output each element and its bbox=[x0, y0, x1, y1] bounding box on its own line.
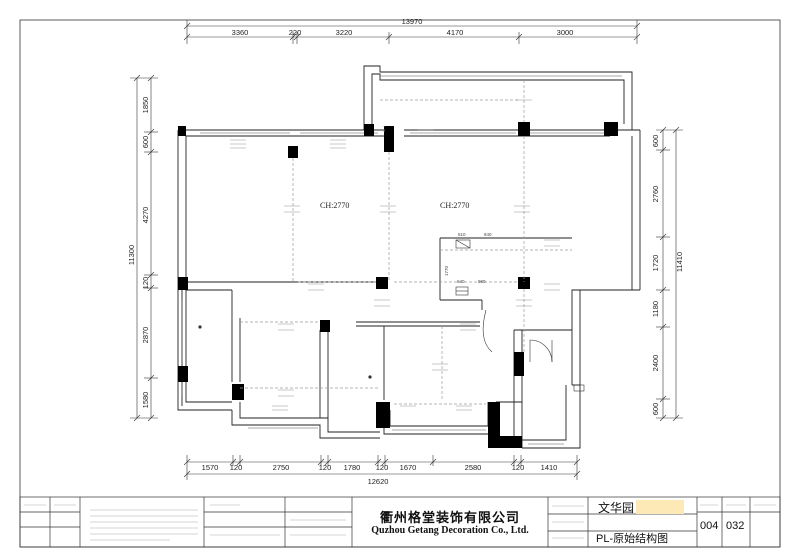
company-name-cn: 衢州格堂装饰有限公司 bbox=[379, 510, 520, 525]
bottom-seg-8: 2580 bbox=[465, 463, 482, 472]
structural-columns bbox=[178, 122, 618, 448]
note-1770: 1770 bbox=[444, 265, 449, 276]
walls bbox=[177, 65, 641, 449]
top-seg-1: 3360 bbox=[232, 28, 249, 37]
beam-callouts bbox=[230, 99, 560, 411]
project-highlight bbox=[636, 500, 684, 514]
page-number: 032 bbox=[726, 520, 745, 532]
left-seg-4: 120 bbox=[141, 277, 150, 290]
bottom-seg-2: 120 bbox=[230, 463, 243, 472]
left-seg-5: 2870 bbox=[141, 327, 150, 344]
door-swings bbox=[482, 309, 585, 392]
right-seg-5: 2400 bbox=[651, 355, 660, 372]
right-seg-3: 1720 bbox=[651, 255, 660, 272]
bottom-seg-1: 1570 bbox=[202, 463, 219, 472]
bottom-seg-4: 120 bbox=[319, 463, 332, 472]
drawing-number: 004 bbox=[700, 520, 719, 532]
top-total-dim: 13970 bbox=[402, 17, 423, 26]
left-seg-3: 4270 bbox=[141, 207, 150, 224]
left-dimension-chain bbox=[130, 74, 158, 422]
bottom-seg-5: 1780 bbox=[344, 463, 361, 472]
top-seg-5: 3000 bbox=[557, 28, 574, 37]
right-total-dim: 11410 bbox=[675, 252, 684, 272]
windows bbox=[181, 75, 622, 445]
note-840: 840 bbox=[484, 232, 492, 237]
bottom-seg-10: 1410 bbox=[541, 463, 558, 472]
bottom-seg-3: 2750 bbox=[273, 463, 290, 472]
bottom-seg-7: 1670 bbox=[400, 463, 417, 472]
right-seg-6: 600 bbox=[651, 403, 660, 416]
left-seg-6: 1580 bbox=[141, 392, 150, 409]
left-seg-1: 1850 bbox=[141, 97, 150, 114]
right-seg-1: 600 bbox=[651, 135, 660, 148]
note-980: 980 bbox=[478, 279, 486, 284]
title-block bbox=[19, 496, 781, 548]
left-seg-2: 600 bbox=[141, 136, 150, 149]
floor-drains bbox=[198, 325, 372, 379]
top-dimension-chain bbox=[183, 20, 641, 44]
right-seg-4: 1180 bbox=[651, 301, 660, 317]
top-seg-3: 3220 bbox=[336, 28, 353, 37]
right-dimension-chain bbox=[656, 126, 683, 422]
beam-lines bbox=[240, 80, 572, 405]
title-block-notes bbox=[24, 504, 776, 541]
project-name: 文华园 bbox=[598, 501, 635, 515]
company-name-en: Quzhou Getang Decoration Co., Ltd. bbox=[371, 525, 529, 536]
kitchen-fixtures bbox=[455, 239, 471, 296]
ceiling-height-right: CH:2770 bbox=[440, 201, 469, 210]
top-seg-2: 220 bbox=[289, 28, 302, 37]
bottom-seg-9: 120 bbox=[512, 463, 525, 472]
bottom-seg-6: 120 bbox=[376, 463, 389, 472]
left-total-dim: 11300 bbox=[127, 245, 136, 265]
ceiling-height-left: CH:2770 bbox=[320, 201, 349, 210]
note-510: 510 bbox=[458, 232, 466, 237]
note-640: 640 bbox=[457, 279, 465, 284]
bottom-dimension-chain bbox=[183, 455, 581, 480]
drawing-title: PL-原始结构图 bbox=[596, 533, 669, 545]
right-seg-2: 2760 bbox=[651, 186, 660, 203]
bottom-total-dim: 12620 bbox=[368, 477, 389, 486]
top-seg-4: 4170 bbox=[447, 28, 464, 37]
